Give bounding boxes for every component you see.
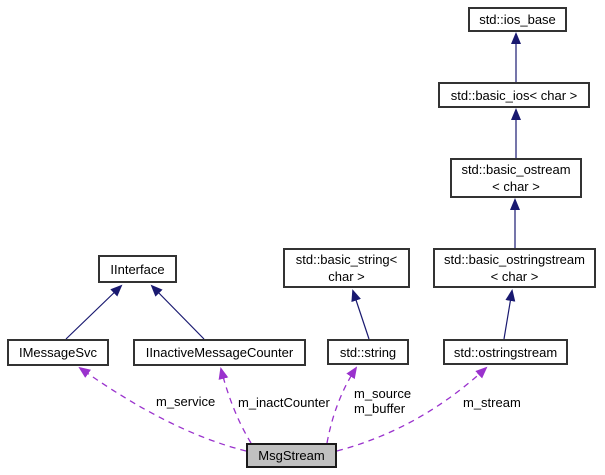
edge-label-m-buffer: m_buffer [354,401,406,416]
node-label: IInactiveMessageCounter [145,345,294,360]
node-iinterface[interactable]: IInterface [98,255,177,283]
edge-usage-m-inactcounter [218,367,252,444]
edge-usage-m-service [78,366,247,452]
edge-inherit-ostringstream-to-basic-ostringstream [503,289,516,340]
node-label-line2: < char > [490,269,539,284]
edge-inherit-string-to-basic-string [351,289,370,340]
edge-usage-m-source-m-buffer [326,366,358,444]
node-label-line1: std::basic_string< [295,252,398,267]
node-imessagesvc[interactable]: IMessageSvc [7,339,109,366]
node-std-ostringstream[interactable]: std::ostringstream [443,339,568,365]
node-std-string[interactable]: std::string [327,339,409,365]
node-label: std::basic_ios< char > [450,87,578,103]
edge-label-m-source-m-buffer: m_source m_buffer [354,386,411,416]
node-std-basic-ostringstream[interactable]: std::basic_ostringstream < char > [433,248,596,288]
node-label-line2: < char > [492,179,540,194]
node-label-line2: char > [328,269,365,284]
edge-inherit-imessagesvc-to-iinterface [65,284,123,340]
node-label: MsgStream [258,448,325,463]
node-label-line1: std::basic_ostringstream [444,252,585,267]
node-label: std::ios_base [479,12,556,27]
edge-label-m-stream: m_stream [463,395,521,410]
edge-label-m-source: m_source [354,386,412,401]
node-msgstream-current: MsgStream [246,443,337,468]
node-label: std::string [339,344,397,360]
node-std-ios-base[interactable]: std::ios_base [468,7,567,32]
edge-label-m-inactcounter: m_inactCounter [238,395,330,410]
node-std-basic-string[interactable]: std::basic_string< char > [283,248,410,288]
node-label: std::ostringstream [453,344,558,360]
node-iinactivemessagecounter[interactable]: IInactiveMessageCounter [133,339,306,366]
edge-inherit-iinactivemessagecounter-to-iinterface [150,284,205,340]
node-label: IInterface [110,261,165,277]
edge-label-m-service: m_service [156,394,216,409]
node-std-basic-ios[interactable]: std::basic_ios< char > [438,82,590,108]
node-label-line1: std::basic_ostream [461,162,571,177]
node-label: IMessageSvc [18,345,98,360]
node-std-basic-ostream[interactable]: std::basic_ostream < char > [450,158,582,198]
